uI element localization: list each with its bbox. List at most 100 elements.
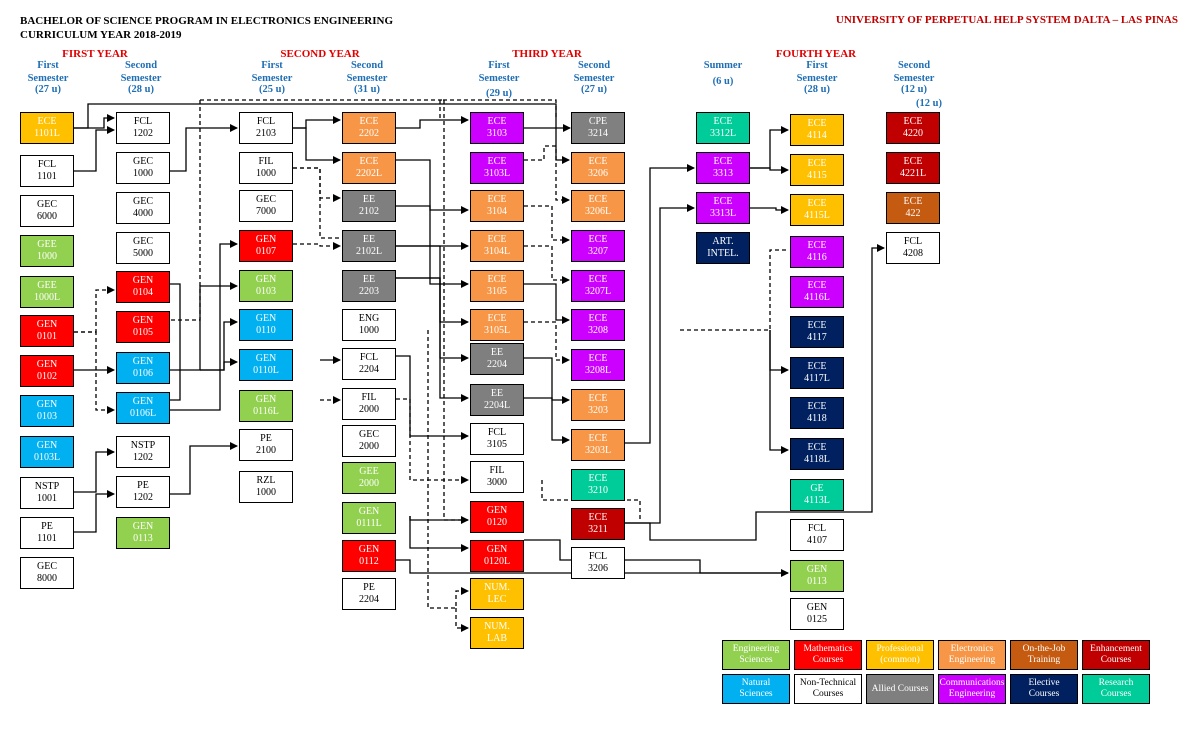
course-number: 2204 <box>359 364 379 375</box>
university-name: UNIVERSITY OF PERPETUAL HELP SYSTEM DALT… <box>835 14 1178 26</box>
prerequisite-line <box>170 282 238 371</box>
course-number: 0105 <box>133 327 153 338</box>
course-code: GEN <box>132 315 154 326</box>
course-code: ECE <box>807 401 827 412</box>
course-code: GEN <box>36 399 58 410</box>
course-code: ECE <box>903 116 923 127</box>
course-number: 2000 <box>359 441 379 452</box>
prerequisite-line <box>74 114 115 129</box>
prerequisite-line <box>680 249 788 331</box>
course-number: 2204L <box>483 400 511 411</box>
prerequisite-line <box>769 330 789 374</box>
prerequisite-line <box>524 539 789 577</box>
course-number: 0120L <box>483 556 511 567</box>
course-code: ECE <box>713 116 733 127</box>
course-code: FCL <box>37 159 57 170</box>
course-code: GEC <box>133 156 153 167</box>
year-label-second: SECOND YEAR <box>280 48 360 60</box>
course-code: EE <box>362 234 376 245</box>
course-code: NUM. <box>484 621 510 632</box>
course-number: 3206L <box>584 206 612 217</box>
course-number: 2204 <box>487 359 507 370</box>
course-number: 3104 <box>487 206 507 217</box>
course-number: LEC <box>487 594 507 605</box>
prerequisite-line <box>293 127 341 164</box>
legend-item: Communications Engineering <box>938 674 1006 704</box>
course-number: 2103 <box>256 128 276 139</box>
course-number: 1000 <box>133 168 153 179</box>
course-number: 3206 <box>588 168 608 179</box>
course-code: GEC <box>133 196 153 207</box>
course-code: ECE <box>588 274 608 285</box>
prerequisite-line <box>750 126 789 169</box>
course-number: 4117L <box>804 373 830 384</box>
course-number: 3313 <box>713 168 733 179</box>
course-number: 0106L <box>129 408 157 419</box>
course-code: GEN <box>132 396 154 407</box>
course-code: GEN <box>132 521 154 532</box>
course-code: ECE <box>487 194 507 205</box>
course-number: 4116L <box>804 292 830 303</box>
year-label-fourth: FOURTH YEAR <box>775 48 857 60</box>
course-code: GEN <box>255 234 277 245</box>
course-code: GEN <box>486 505 508 516</box>
course-code: EE <box>362 274 376 285</box>
prerequisite-line <box>396 116 469 129</box>
semester-units: (27 u) <box>581 84 607 95</box>
prerequisite-line <box>396 205 469 250</box>
course-number: 3207 <box>588 246 608 257</box>
prerequisite-line <box>293 167 341 202</box>
course-number: 0101 <box>37 331 57 342</box>
prerequisite-line <box>170 124 238 172</box>
prerequisite-line <box>524 205 570 244</box>
semester-units: (31 u) <box>354 84 380 95</box>
course-number: 0104 <box>133 287 153 298</box>
course-number: 3103 <box>487 128 507 139</box>
course-box-num-lec: NUM.LEC <box>470 578 524 610</box>
prerequisite-line <box>396 277 469 362</box>
program-title-line1: BACHELOR OF SCIENCE PROGRAM IN ELECTRONI… <box>20 15 394 27</box>
course-number: 0113 <box>807 576 827 587</box>
course-code: GEC <box>37 199 57 210</box>
legend-item: Elective Courses <box>1010 674 1078 704</box>
program-title: BACHELOR OF SCIENCE PROGRAM IN ELECTRONI… <box>20 14 393 42</box>
course-code: FCL <box>807 523 827 534</box>
prerequisite-line <box>74 448 115 493</box>
course-number: 3313L <box>709 208 737 219</box>
prerequisite-line <box>524 397 570 444</box>
prerequisite-line <box>524 357 570 404</box>
course-number: 5000 <box>133 248 153 259</box>
course-code: GEN <box>255 353 277 364</box>
course-number: 1101 <box>37 533 57 544</box>
course-code: EE <box>362 194 376 205</box>
course-code: ECE <box>359 156 379 167</box>
